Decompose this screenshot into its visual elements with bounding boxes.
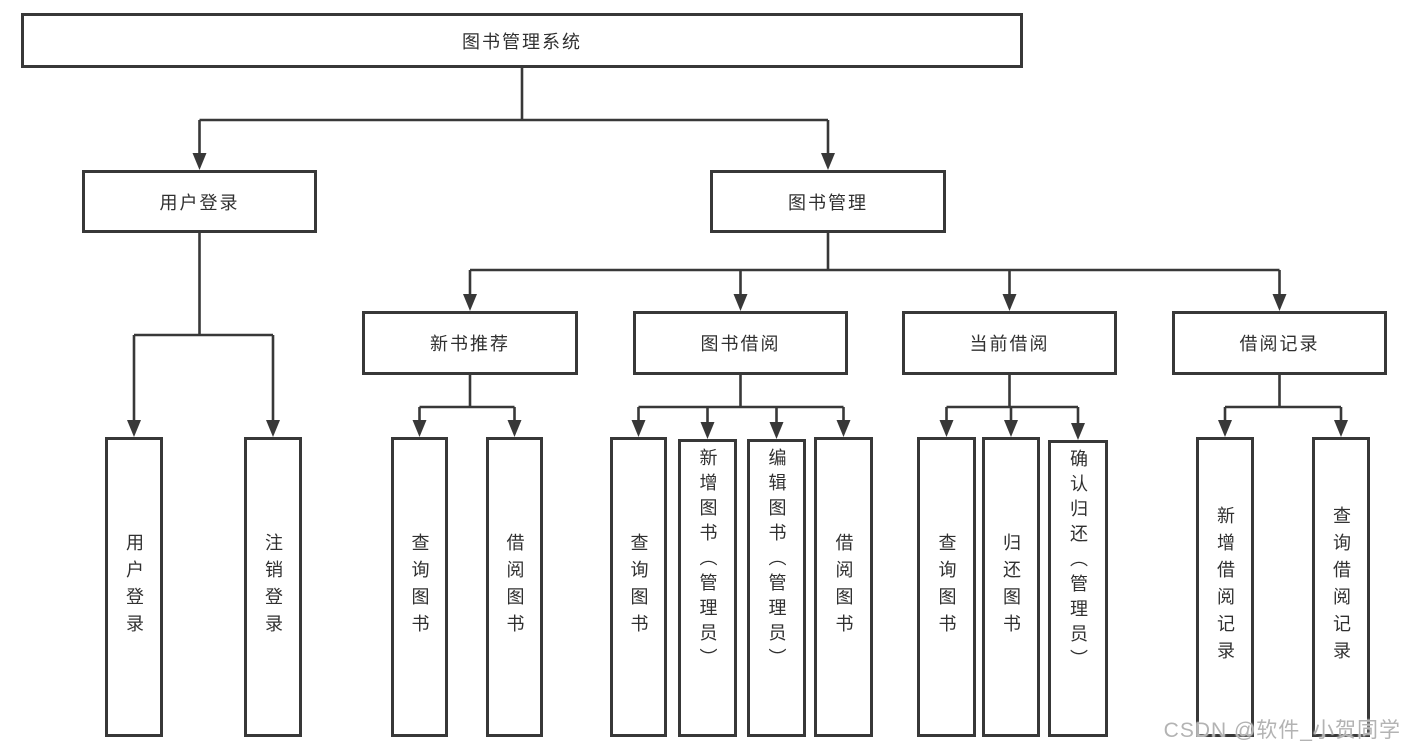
node-v-edit-book: 编辑图书（管理员） [747,439,806,737]
watermark: CSDN @软件_小贺同学 [1163,719,1401,742]
arrowhead [1218,420,1232,437]
node-label: 图书管理系统 [462,31,582,52]
node-label: 新增借阅记录 [1215,506,1235,668]
node-label: 新增图书（管理员） [697,448,718,673]
arrowhead [836,420,851,437]
node-book-mgmt: 图书管理 [710,170,946,233]
node-new-book-rec: 新书推荐 [362,311,578,375]
arrowhead [1334,420,1348,437]
node-label: 查询图书 [409,533,430,641]
node-v-borrow-book-1: 借阅图书 [486,437,543,737]
node-root: 图书管理系统 [21,13,1023,68]
node-label: 借阅记录 [1239,334,1320,354]
node-label: 查询借阅记录 [1331,506,1351,668]
arrowhead [939,420,954,437]
node-label: 当前借阅 [969,334,1050,354]
arrowhead [700,422,715,439]
arrowhead [1071,423,1085,440]
node-label: 借阅图书 [833,533,854,641]
node-label: 归还图书 [1001,533,1021,641]
arrowhead [821,153,835,170]
node-current-borrow: 当前借阅 [902,311,1117,375]
arrowhead [192,153,207,170]
arrowhead [769,422,784,439]
node-label: 借阅图书 [504,533,525,641]
node-label: 用户登录 [159,192,240,213]
node-v-return-book: 归还图书 [982,437,1040,737]
arrowhead [733,294,748,311]
node-v-query-book-3: 查询图书 [917,437,976,737]
node-label: 用户登录 [124,533,144,641]
node-user-login: 用户登录 [82,170,317,233]
node-label: 图书借阅 [700,334,781,354]
node-v-query-record: 查询借阅记录 [1312,437,1370,737]
node-label: 图书管理 [788,192,868,213]
node-v-confirm-return: 确认归还（管理员） [1048,440,1108,737]
node-v-add-book: 新增图书（管理员） [678,439,737,737]
arrowhead [412,420,427,437]
arrowhead [1004,420,1018,437]
node-v-query-book-2: 查询图书 [610,437,667,737]
node-label: 查询图书 [628,533,649,641]
node-label: 查询图书 [936,533,957,641]
node-v-add-record: 新增借阅记录 [1196,437,1254,737]
node-label: 编辑图书（管理员） [766,448,787,673]
node-label: 确认归还（管理员） [1068,449,1088,674]
node-v-query-book-1: 查询图书 [391,437,448,737]
arrowhead [127,420,141,437]
node-v-user-login: 用户登录 [105,437,163,737]
arrowhead [1272,294,1287,311]
node-v-borrow-book-2: 借阅图书 [814,437,873,737]
node-label: 新书推荐 [430,334,510,354]
node-book-borrow: 图书借阅 [633,311,848,375]
arrowhead [631,420,646,437]
node-v-logout: 注销登录 [244,437,302,737]
arrowhead [266,420,280,437]
node-label: 注销登录 [263,533,283,641]
node-borrow-history: 借阅记录 [1172,311,1387,375]
arrowhead [507,420,522,437]
arrowhead [1002,294,1017,311]
arrowhead [463,294,477,311]
